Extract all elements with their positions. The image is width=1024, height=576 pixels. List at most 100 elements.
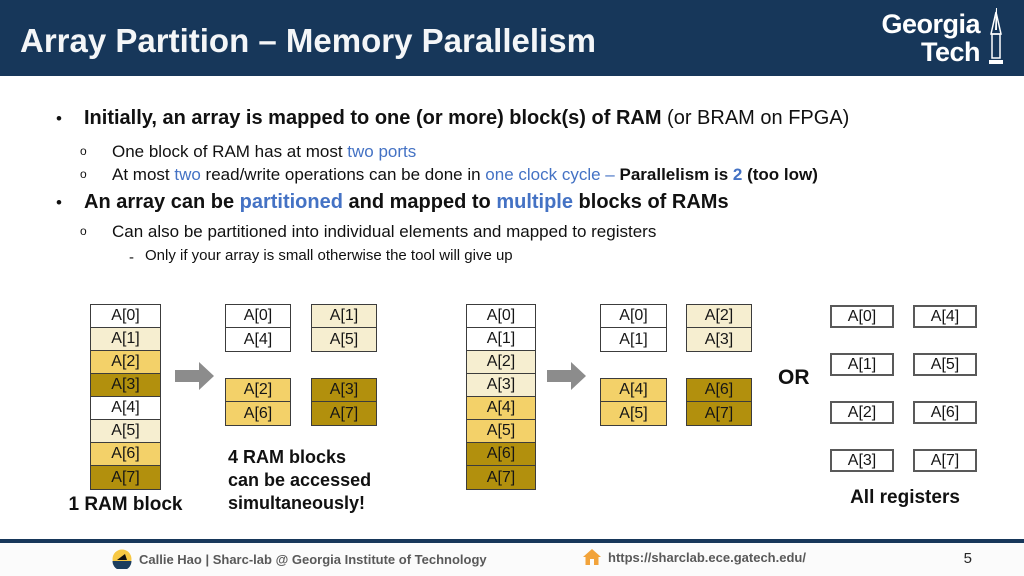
array-cell: A[1]: [91, 328, 160, 351]
caption-line: 4 RAM blocks: [228, 447, 347, 467]
slide-title: Array Partition – Memory Parallelism: [20, 22, 596, 59]
text-segment: two: [174, 165, 201, 184]
bullet-marker: •: [56, 193, 62, 212]
text-segment: two ports: [347, 142, 417, 161]
bullet-marker: o: [80, 144, 87, 158]
bullet-marker: •: [56, 109, 62, 128]
ram-block: A[4]A[5]: [600, 378, 667, 426]
ram-stack-2: A[0]A[1]A[2]A[3]A[4]A[5]A[6]A[7]: [466, 304, 536, 490]
georgia-tech-logo-text: Georgia Tech: [881, 8, 981, 67]
caption-line: simultaneously!: [228, 493, 366, 513]
bullet-marker: -: [129, 249, 134, 266]
array-cell: A[1]: [467, 328, 535, 351]
ram-block: A[1]A[5]: [311, 304, 377, 352]
array-cell: A[3]: [687, 328, 751, 351]
arrow-right-icon: [547, 362, 586, 390]
array-cell: A[1]: [312, 305, 376, 328]
text-segment: read/write operations can be done in: [200, 165, 486, 184]
register-cell: A[6]: [913, 401, 977, 424]
text-segment: One block of RAM has at most: [112, 142, 348, 161]
text-segment: Only if your array is small otherwise th…: [145, 247, 513, 264]
sharc-lab-logo-icon: [112, 549, 132, 569]
array-cell: A[2]: [91, 351, 160, 374]
register-cell: A[7]: [913, 449, 977, 472]
register-cell: A[5]: [913, 353, 977, 376]
array-cell: A[7]: [312, 402, 376, 425]
arrow-right-icon: [175, 362, 214, 390]
text-segment: blocks of RAMs: [572, 191, 729, 213]
home-icon: [583, 549, 601, 565]
text-segment: At most: [112, 165, 175, 184]
footer-url-item: https://sharclab.ece.gatech.edu/: [583, 549, 806, 565]
page-number: 5: [963, 550, 972, 567]
bullet-text: At most two read/write operations can be…: [112, 165, 818, 185]
registers-caption: All registers: [850, 487, 960, 508]
array-cell: A[6]: [91, 443, 160, 466]
array-cell: A[5]: [312, 328, 376, 351]
register-cell: A[1]: [830, 353, 894, 376]
ram-block: A[0]A[4]: [225, 304, 291, 352]
georgia-tech-logo: Georgia Tech: [881, 8, 1006, 68]
bullet-text: One block of RAM has at most two ports: [112, 142, 416, 162]
text-segment: Initially, an array is mapped to one (or…: [84, 107, 662, 129]
register-cell: A[4]: [913, 305, 977, 328]
footer-credit-text: Callie Hao | Sharc-lab @ Georgia Institu…: [139, 551, 487, 567]
footer-bar: Callie Hao | Sharc-lab @ Georgia Institu…: [0, 543, 1024, 576]
ram-block: A[2]A[6]: [225, 378, 291, 426]
stack1-caption: 1 RAM block: [68, 494, 183, 515]
register-cell: A[2]: [830, 401, 894, 424]
bullet-marker: o: [80, 224, 87, 238]
tech-tower-icon: [989, 8, 1003, 64]
ram-block: A[2]A[3]: [686, 304, 752, 352]
register-cell: A[3]: [830, 449, 894, 472]
array-cell: A[3]: [467, 374, 535, 397]
text-segment: Can also be partitioned into individual …: [112, 222, 657, 241]
array-cell: A[0]: [226, 305, 290, 328]
array-cell: A[4]: [601, 379, 666, 402]
text-segment: partitioned: [239, 191, 343, 213]
or-label: OR: [778, 366, 810, 389]
array-cell: A[4]: [91, 397, 160, 420]
text-segment: and mapped to: [342, 191, 497, 213]
array-cell: A[0]: [601, 305, 666, 328]
array-cell: A[6]: [687, 379, 751, 402]
footer-divider: [0, 539, 1024, 543]
array-cell: A[6]: [467, 443, 535, 466]
array-cell: A[0]: [91, 305, 160, 328]
array-cell: A[2]: [467, 351, 535, 374]
ram-block: A[3]A[7]: [311, 378, 377, 426]
ram-block: A[0]A[1]: [600, 304, 667, 352]
text-segment: (too low): [742, 165, 818, 184]
bullet-text: Only if your array is small otherwise th…: [145, 247, 513, 264]
bullet-text: An array can be partitioned and mapped t…: [84, 191, 729, 214]
array-cell: A[5]: [467, 420, 535, 443]
ram-stack-1: A[0]A[1]A[2]A[3]A[4]A[5]A[6]A[7]: [90, 304, 161, 490]
array-cell: A[4]: [226, 328, 290, 351]
array-cell: A[3]: [91, 374, 160, 397]
logo-line2: Tech: [920, 36, 981, 67]
header-bar: Array Partition – Memory Parallelism Geo…: [0, 0, 1024, 76]
bullet-text: Can also be partitioned into individual …: [112, 222, 656, 242]
text-segment: An array can be: [84, 191, 240, 213]
array-cell: A[7]: [687, 402, 751, 425]
text-segment: (or BRAM on FPGA): [661, 107, 850, 129]
text-segment: Parallelism is: [619, 165, 733, 184]
text-segment: 2: [732, 165, 743, 184]
array-cell: A[4]: [467, 397, 535, 420]
array-cell: A[3]: [312, 379, 376, 402]
text-segment: multiple: [496, 191, 573, 213]
footer-lab-credit: Callie Hao | Sharc-lab @ Georgia Institu…: [112, 549, 487, 569]
array-cell: A[5]: [91, 420, 160, 443]
array-cell: A[2]: [687, 305, 751, 328]
array-cell: A[5]: [601, 402, 666, 425]
register-cell: A[0]: [830, 305, 894, 328]
ram-block: A[6]A[7]: [686, 378, 752, 426]
array-cell: A[7]: [91, 466, 160, 489]
array-cell: A[6]: [226, 402, 290, 425]
logo-line1: Georgia: [881, 8, 980, 39]
array-cell: A[0]: [467, 305, 535, 328]
footer-url-text: https://sharclab.ece.gatech.edu/: [608, 549, 806, 565]
bullet-marker: o: [80, 167, 87, 181]
